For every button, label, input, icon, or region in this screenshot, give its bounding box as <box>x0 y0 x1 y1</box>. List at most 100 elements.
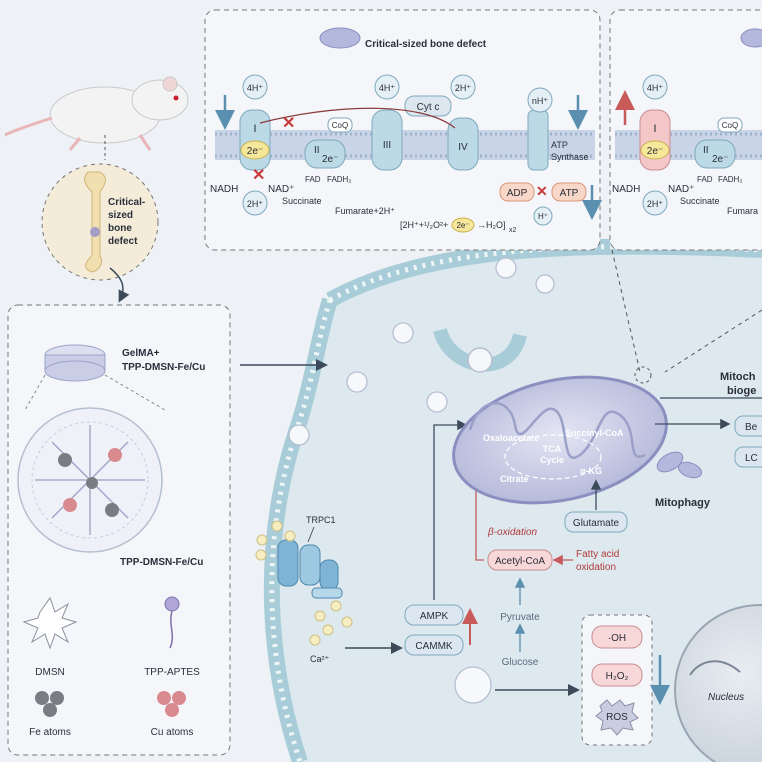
svg-text:Cyt c: Cyt c <box>417 102 440 113</box>
svg-text:FADH₂: FADH₂ <box>327 175 351 184</box>
bone-label-line-2: sized <box>108 210 133 221</box>
pyruvate-label: Pyruvate <box>500 612 540 623</box>
mito-biogenesis-label-1: Mitoch <box>720 371 756 383</box>
svg-text:Succinate: Succinate <box>680 196 720 206</box>
svg-text:CoQ: CoQ <box>722 121 738 130</box>
svg-text:Fumara: Fumara <box>727 206 758 216</box>
nad-label: NAD⁺ <box>268 184 294 195</box>
svg-text:4H⁺: 4H⁺ <box>379 83 396 93</box>
ros-burst <box>595 699 639 736</box>
atp-synthase <box>527 109 549 171</box>
proton-nh <box>527 87 553 113</box>
extracellular-nanoparticles <box>288 257 555 704</box>
svg-text:2H⁺: 2H⁺ <box>455 83 472 93</box>
nadh-label: NADH <box>210 184 238 195</box>
cycle-label: Cycle <box>540 455 564 465</box>
svg-text:→H₂O]: →H₂O] <box>477 220 506 230</box>
legend-fe: Fe atoms <box>29 727 71 738</box>
svg-text:2e⁻: 2e⁻ <box>647 146 663 157</box>
svg-text:NAD⁺: NAD⁺ <box>668 184 694 195</box>
proton-4h-2 <box>374 74 400 100</box>
legend-dmsn: DMSN <box>35 667 64 678</box>
hydrogel-disc <box>44 360 106 382</box>
complex-I <box>239 109 271 171</box>
legend-cu: Cu atoms <box>151 727 194 738</box>
etc-panel: Critical-sized bone defect I 2e⁻ 4H⁺ 2H⁺… <box>204 9 602 251</box>
proton-4h-1 <box>242 74 268 100</box>
hydrogel-label-1: GelMA+ <box>122 348 160 359</box>
electron-path <box>259 107 456 129</box>
tca-label: TCA <box>543 444 562 454</box>
cu-atoms-icon <box>165 703 179 717</box>
ros-panel: ·OH H₂O₂ ROS <box>581 614 653 746</box>
svg-text:CoQ: CoQ <box>332 121 348 130</box>
svg-text:IV: IV <box>458 142 468 153</box>
cell-membrane-left <box>263 297 338 762</box>
complex-II-right <box>694 139 736 169</box>
svg-text:H₂O₂: H₂O₂ <box>606 671 629 682</box>
cytochrome-c <box>404 95 452 117</box>
fatty-acid-label-2: oxidation <box>576 562 616 573</box>
complex-II <box>304 139 346 169</box>
etc-panel-right: I 2e⁻ 4H⁺ 2H⁺ NADH NAD⁺ II 2e⁻ CoQ FAD F… <box>609 9 762 251</box>
fumarate-label: Fumarate+2H⁺ <box>335 206 395 216</box>
svg-text:2H⁺: 2H⁺ <box>247 199 264 209</box>
oh-badge <box>591 625 643 649</box>
mitophagy-label: Mitophagy <box>655 497 711 509</box>
tpp-aptes-icon <box>164 596 180 612</box>
svg-text:ATP: ATP <box>551 140 568 150</box>
svg-text:ROS: ROS <box>606 712 628 723</box>
cammk-box <box>404 634 464 656</box>
succinate-label: Succinate <box>282 196 322 206</box>
svg-text:2e⁻: 2e⁻ <box>456 221 469 230</box>
mitophagy-icon <box>656 451 703 479</box>
hydrogel-label-2: TPP-DMSN-Fe/Cu <box>122 362 205 373</box>
calcium-ions <box>255 520 353 646</box>
svg-text:2e⁻: 2e⁻ <box>322 154 338 165</box>
inhibition-mark-2: ✕ <box>252 167 265 184</box>
legend-tpp-aptes: TPP-APTES <box>144 667 200 678</box>
svg-text:Glutamate: Glutamate <box>573 518 620 529</box>
nanoparticle-label: TPP-DMSN-Fe/Cu <box>120 557 203 568</box>
svg-text:nH⁺: nH⁺ <box>532 96 549 106</box>
svg-text:ATP: ATP <box>560 188 579 199</box>
rat-illustration <box>4 76 189 151</box>
svg-text:FADH₂: FADH₂ <box>718 175 742 184</box>
mito-biogenesis-label-2: bioge <box>727 385 756 397</box>
glutamate-box <box>564 511 628 533</box>
cu-atom <box>108 448 122 462</box>
coq <box>327 117 353 133</box>
proton-h <box>533 206 553 226</box>
proton-2h-bottom <box>242 190 268 216</box>
water-equation: [2H⁺+¹/₂O²+ <box>400 220 448 230</box>
svg-text:FAD: FAD <box>697 175 713 184</box>
electron-badge <box>240 140 270 160</box>
citrate-label: Citrate <box>500 474 529 484</box>
svg-text:x2: x2 <box>509 227 517 234</box>
fe-atom <box>58 453 72 467</box>
fatty-acid-label-1: Fatty acid <box>576 549 619 560</box>
svg-text:I: I <box>653 123 656 135</box>
beta-oxidation-label: β-oxidation <box>487 527 538 538</box>
nucleus <box>674 604 762 762</box>
atp-badge <box>551 182 587 202</box>
svg-text:ADP: ADP <box>507 188 528 199</box>
adp-badge <box>499 182 535 202</box>
oxaloacetate-label: Oxaloacetate <box>483 433 539 443</box>
svg-text:LC: LC <box>745 453 758 464</box>
complex-I-label: I <box>253 123 256 135</box>
etc-panel-title: Critical-sized bone defect <box>365 39 487 50</box>
svg-text:H⁺: H⁺ <box>538 212 548 221</box>
svg-text:AMPK: AMPK <box>420 611 449 622</box>
tca-cycle-ring <box>504 434 602 480</box>
proton-2h-top <box>450 74 476 100</box>
inhibition-mark-1: ✕ <box>282 115 295 132</box>
complex-III <box>371 109 403 171</box>
svg-text:II: II <box>314 145 320 156</box>
inhibition-mark-3: ✕ <box>536 183 548 199</box>
trpc1-channel <box>277 539 343 599</box>
mitochondrion-icon <box>319 27 361 49</box>
svg-text:CAMMK: CAMMK <box>415 641 453 652</box>
